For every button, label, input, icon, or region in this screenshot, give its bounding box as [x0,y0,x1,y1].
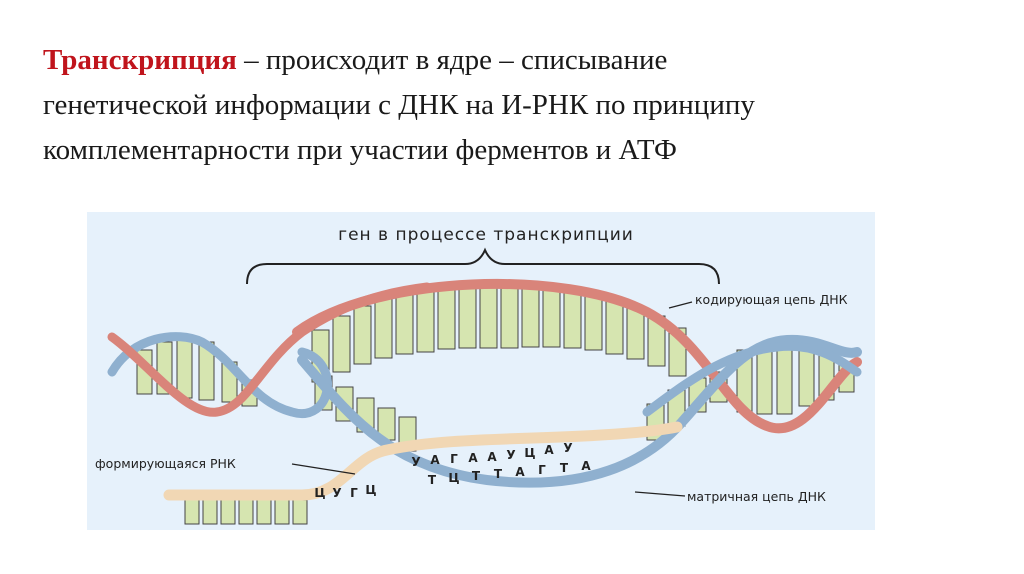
rna-letter: А [487,450,497,464]
coding-base [458,283,477,349]
template-strand-label: матричная цепь ДНК [687,489,826,504]
coding-base [500,283,519,349]
coding-label-pointer [668,301,693,309]
template-letter: А [581,459,591,473]
gene-brace [246,247,720,285]
rna-base [184,499,200,525]
coding-base [479,283,498,349]
helix-base-right [776,341,793,415]
rna-letter: Г [450,452,458,466]
helix-base-left [176,337,193,399]
coding-base [605,299,624,355]
template-strand-right [642,341,862,417]
coding-base [584,293,603,351]
rna-letter: А [468,451,478,465]
rna-letter: Ц [314,486,325,500]
coding-base [626,306,645,360]
forming-rna-label: формирующаяся РНК [95,456,236,471]
rna-base [256,499,272,525]
coding-base [353,305,372,365]
template-strand [297,334,862,488]
template-letter: Т [472,469,481,483]
template-letter: А [515,465,525,479]
rna-base [274,499,290,525]
coding-base [332,315,351,373]
template-letter: Т [494,467,503,481]
coding-base [374,297,393,359]
template-letter: Т [560,461,569,475]
coding-base [521,284,540,348]
template-label-pointer [634,491,686,497]
template-letter: Г [538,463,546,477]
rna-strand [163,421,683,501]
template-letter: Ц [448,471,459,485]
rna-letter: У [563,441,572,455]
rna-letter: Ц [524,446,535,460]
transcription-term: Транскрипция [43,44,237,76]
line1-rest: – происходит в ядре – списывание [236,44,668,76]
coding-base [563,289,582,349]
slide-text: Транскрипция – происходит в ядре – списы… [43,38,1003,173]
rna-label-pointer [291,463,356,475]
coding-strand-label: кодирующая цепь ДНК [695,292,848,307]
rna-base [202,499,218,525]
rna-base [292,499,308,525]
rna-letter: У [332,486,341,500]
text-line-3: комплементарности при участии ферментов … [43,134,677,166]
coding-base [416,287,435,353]
text-line-2: генетической информации с ДНК на И-РНК п… [43,89,755,121]
rna-base [238,499,254,525]
text-line-1: Транскрипция – происходит в ядре – списы… [43,38,1003,83]
rna-letter: А [544,443,554,457]
rna-letter: А [430,453,440,467]
coding-base [395,291,414,355]
template-letter: Т [428,473,437,487]
rna-letter: Ц [365,483,376,497]
rna-letter: У [411,455,420,469]
rna-letter: Г [350,486,358,500]
coding-base [437,284,456,350]
rna-base [220,499,236,525]
rna-letter: У [506,448,515,462]
base-pairs [136,283,855,525]
coding-base [542,286,561,348]
diagram-title: ген в процессе транскрипции [338,225,634,245]
coding-strand [292,278,862,434]
